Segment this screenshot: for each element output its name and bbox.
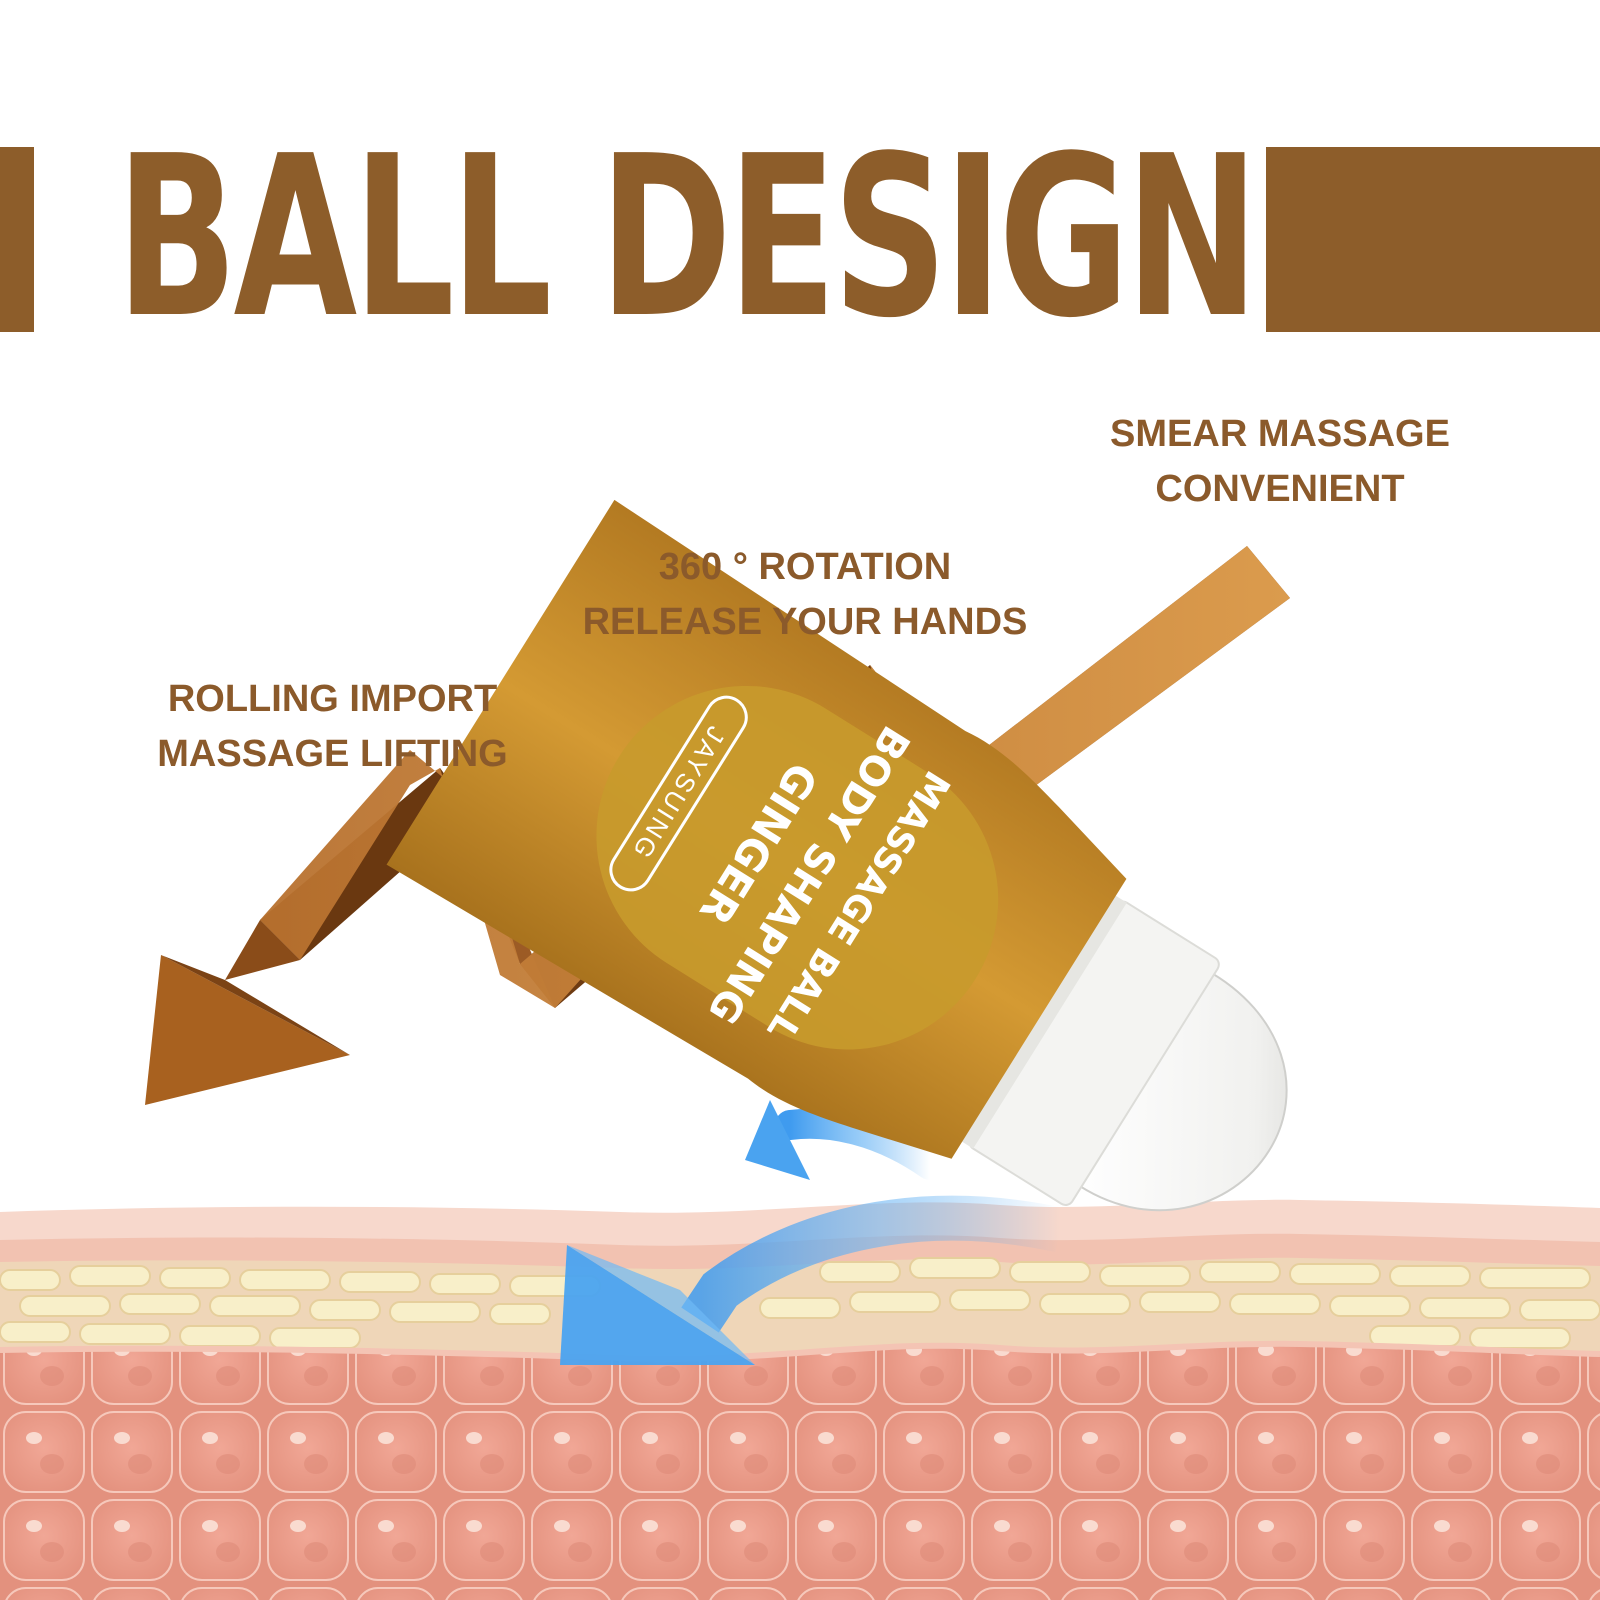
caption-rolling-import: ROLLING IMPORT MASSAGE LIFTING (120, 672, 545, 782)
caption-smear-massage: SMEAR MASSAGE CONVENIENT (1060, 407, 1500, 517)
caption-rolling-line2: MASSAGE LIFTING (157, 733, 508, 775)
caption-rotation: 360 ° ROTATION RELEASE YOUR HANDS (540, 540, 1070, 650)
fat-cells (0, 1257, 1600, 1349)
page-title: BALL DESIGN (116, 109, 1259, 367)
caption-rotation-line2: RELEASE YOUR HANDS (582, 601, 1028, 643)
header-bar-left (0, 147, 34, 332)
caption-smear-line1: SMEAR MASSAGE (1110, 413, 1450, 455)
header-bar-right (1266, 147, 1600, 332)
caption-rolling-line1: ROLLING IMPORT (167, 678, 498, 720)
caption-rotation-line1: 360 ° ROTATION (658, 546, 952, 588)
caption-smear-line2: CONVENIENT (1155, 468, 1405, 510)
